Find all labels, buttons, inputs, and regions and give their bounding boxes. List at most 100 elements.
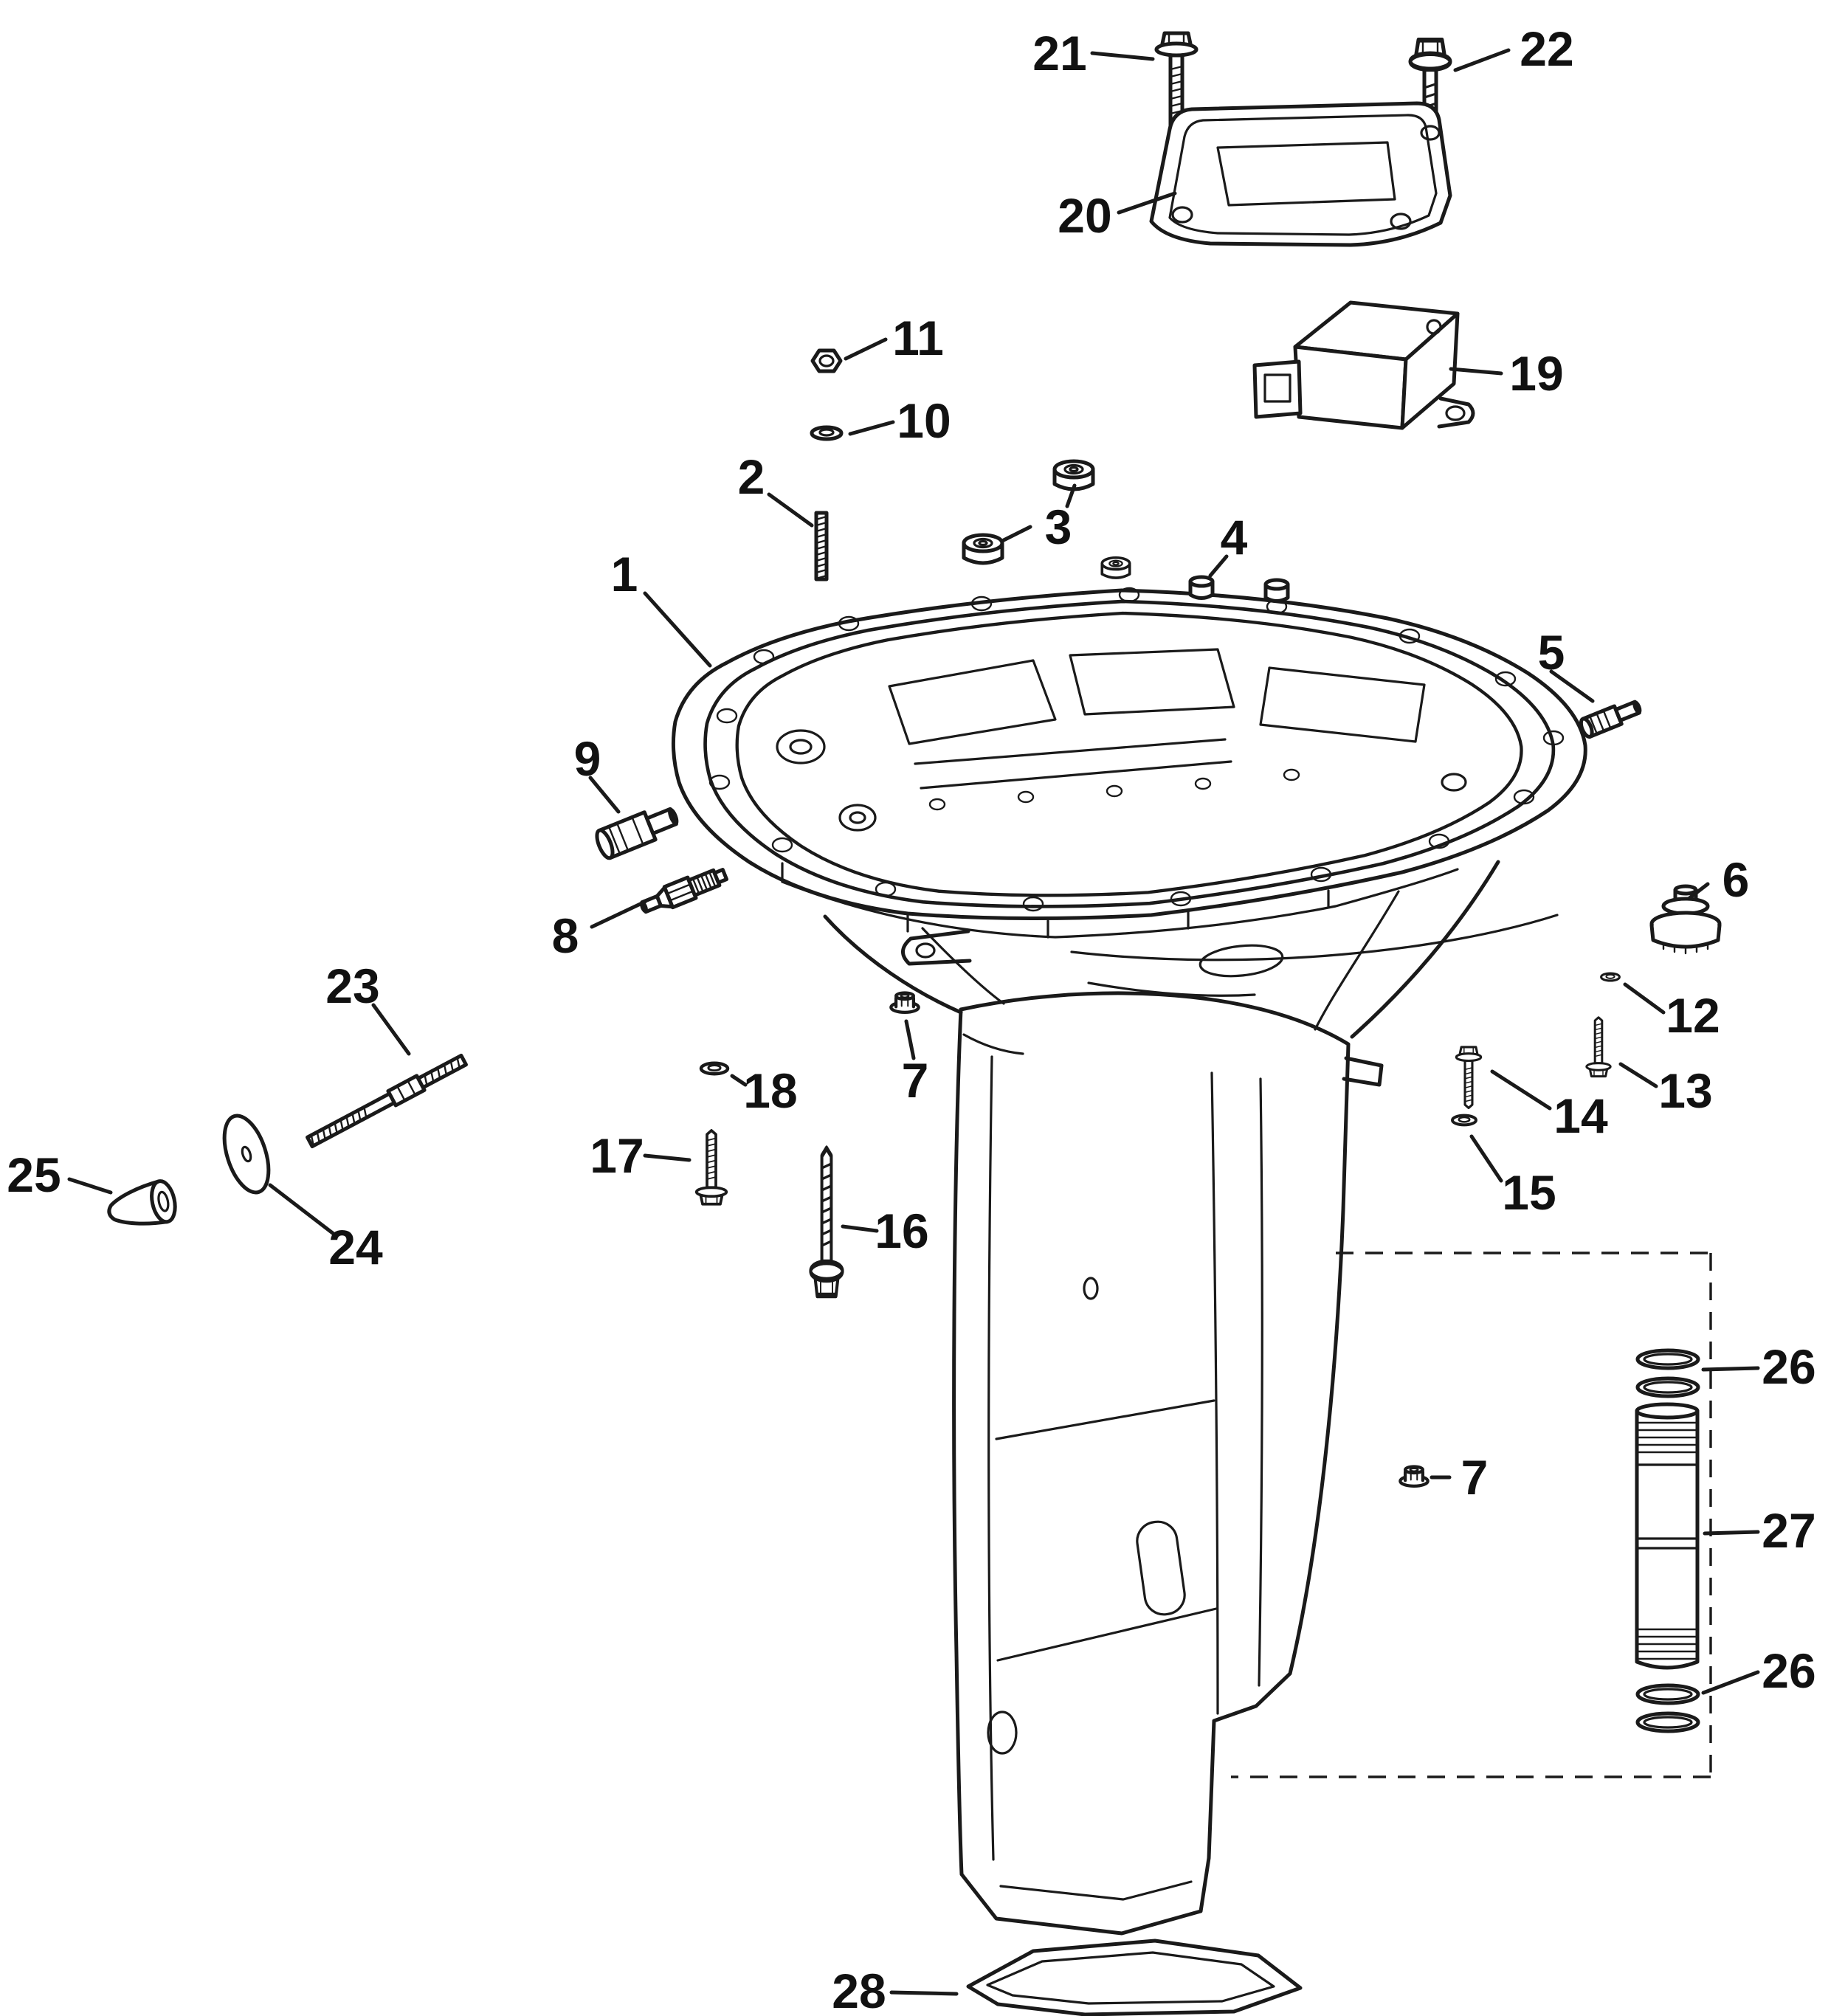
callout-label: 28 xyxy=(832,1964,886,2016)
part-5-fitting xyxy=(1579,700,1642,739)
leader-line xyxy=(1117,191,1177,215)
part-28-seal xyxy=(966,1939,1303,2016)
leader-line xyxy=(730,1074,748,1087)
part-16-flange-bolt xyxy=(810,1148,842,1296)
callout-label: 24 xyxy=(328,1220,383,1274)
plate-deck-details xyxy=(776,648,1467,832)
leader-line xyxy=(1001,483,1077,542)
callout-17: 17 xyxy=(590,1128,692,1183)
leader-line xyxy=(1703,1530,1760,1536)
callout-label: 3 xyxy=(1045,500,1072,554)
leader-line xyxy=(1618,1062,1658,1088)
callout-22: 22 xyxy=(1453,21,1574,76)
callout-label: 19 xyxy=(1509,346,1563,401)
callout-11: 11 xyxy=(844,311,944,365)
part-24-washer xyxy=(222,1114,271,1195)
part-4-bushing-b xyxy=(1266,580,1288,601)
part-9-fitting xyxy=(595,807,679,860)
leader-line xyxy=(1449,367,1503,376)
part-26-oring-upper-2 xyxy=(1638,1378,1698,1396)
callout-1: 1 xyxy=(611,547,712,668)
callout-label: 7 xyxy=(1461,1450,1489,1505)
callout-label: 9 xyxy=(574,731,601,786)
callout-4: 4 xyxy=(1208,510,1248,578)
leader-line xyxy=(268,1183,336,1236)
leader-line xyxy=(1623,982,1666,1015)
leader-line xyxy=(1686,882,1710,901)
callout-25: 25 xyxy=(7,1147,113,1202)
leader-line xyxy=(643,591,712,668)
leader-line xyxy=(1090,51,1155,61)
callout-7-upper: 7 xyxy=(902,1019,929,1108)
part-26-oring-lower-1 xyxy=(1638,1685,1698,1703)
part-1-adapter-plate xyxy=(671,587,1587,939)
callout-label: 14 xyxy=(1553,1088,1608,1143)
part-7-flange-nut-lower xyxy=(1400,1467,1427,1486)
callout-2: 2 xyxy=(738,449,814,528)
callout-label: 25 xyxy=(7,1147,61,1202)
callout-label: 20 xyxy=(1058,188,1111,243)
callout-19: 19 xyxy=(1449,346,1564,401)
leader-line xyxy=(767,492,814,528)
leader-line xyxy=(590,900,647,929)
leader-line xyxy=(1453,48,1511,72)
callout-16: 16 xyxy=(841,1204,929,1258)
callout-9: 9 xyxy=(574,731,621,814)
callout-label: 11 xyxy=(892,311,944,365)
callout-26-lower: 26 xyxy=(1701,1643,1816,1698)
leader-line xyxy=(1208,554,1229,578)
leader-line xyxy=(889,1990,959,1996)
callout-14: 14 xyxy=(1490,1069,1608,1143)
callout-label: 7 xyxy=(902,1053,929,1108)
part-4-bushing-a xyxy=(1190,577,1213,598)
callout-label: 6 xyxy=(1722,852,1750,907)
part-23-stud xyxy=(306,1053,468,1149)
callout-27: 27 xyxy=(1703,1503,1816,1558)
callout-label: 10 xyxy=(897,393,951,448)
part-13-flange-bolt xyxy=(1585,1016,1612,1078)
part-8-fitting xyxy=(640,868,729,914)
callout-28: 28 xyxy=(832,1964,959,2016)
part-15-washer xyxy=(1452,1116,1476,1125)
callout-13: 13 xyxy=(1618,1062,1713,1118)
leader-line xyxy=(841,1224,879,1233)
callout-3: 3 xyxy=(1001,483,1077,554)
leader-line xyxy=(848,420,895,436)
part-20-electronics-cover xyxy=(1149,101,1452,247)
leader-line xyxy=(844,337,888,361)
part-19-control-module xyxy=(1252,300,1475,430)
part-2-stud xyxy=(814,511,829,581)
part-18-washer xyxy=(701,1063,728,1074)
callout-15: 15 xyxy=(1469,1134,1556,1220)
part-3-rubber-mount-c xyxy=(1100,556,1131,579)
leader-line xyxy=(1549,669,1595,703)
callout-21: 21 xyxy=(1032,26,1155,80)
callout-label: 26 xyxy=(1762,1643,1815,1698)
callout-12: 12 xyxy=(1623,982,1720,1043)
callout-label: 18 xyxy=(743,1063,797,1118)
leader-line xyxy=(371,1003,411,1056)
callout-label: 17 xyxy=(590,1128,644,1183)
part-10-washer xyxy=(812,427,841,439)
callout-24: 24 xyxy=(268,1183,383,1274)
callout-label: 5 xyxy=(1538,625,1565,680)
callout-label: 22 xyxy=(1520,21,1573,76)
part-26-oring-upper-1 xyxy=(1638,1350,1698,1368)
leader-line xyxy=(1701,1670,1760,1695)
callout-label: 8 xyxy=(552,908,579,963)
callout-label: 12 xyxy=(1666,988,1720,1043)
part-7-flange-nut-upper xyxy=(891,993,918,1012)
callout-label: 26 xyxy=(1762,1339,1815,1394)
part-26-oring-lower-2 xyxy=(1638,1713,1698,1731)
part-27-exhaust-tube xyxy=(1635,1402,1700,1670)
part-17-flange-bolt xyxy=(694,1129,728,1206)
part-11-hex-nut xyxy=(813,351,841,371)
part-14-flange-bolt xyxy=(1455,1046,1483,1109)
part-25-grommet xyxy=(107,1179,177,1226)
leader-line xyxy=(67,1177,113,1195)
callout-10: 10 xyxy=(848,393,951,448)
callout-18: 18 xyxy=(730,1063,798,1118)
leader-line xyxy=(1490,1069,1552,1111)
